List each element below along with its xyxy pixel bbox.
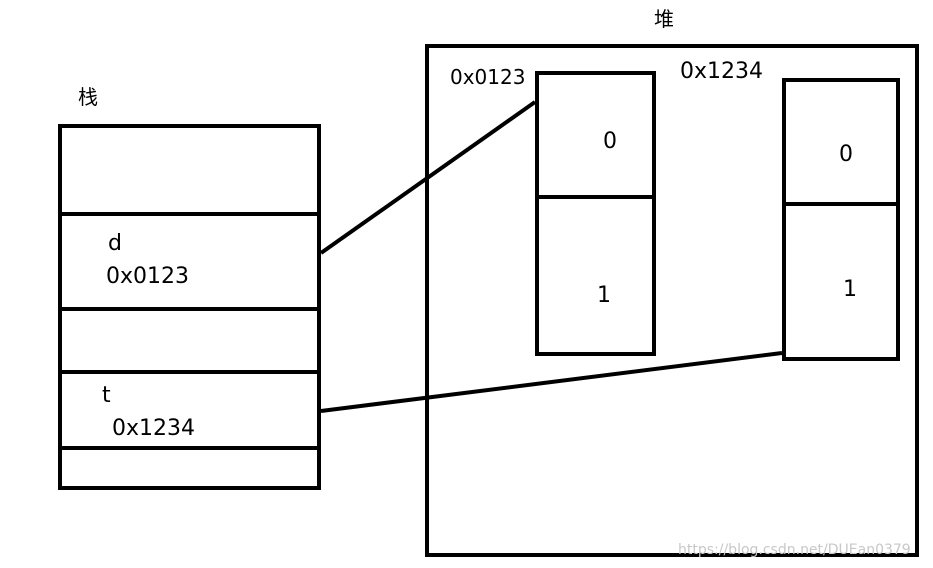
reference-line-d — [319, 100, 537, 255]
heap-object-field: 1 — [597, 283, 611, 308]
heap-object — [535, 71, 656, 356]
heap-object-address: 0x0123 — [450, 65, 525, 89]
stack-var-t-value: 0x1234 — [112, 416, 195, 441]
heap-object-address: 0x1234 — [680, 59, 763, 84]
stack-title: 栈 — [78, 85, 98, 109]
stack-var-t-name: t — [102, 383, 111, 408]
stack-var-d-name: d — [108, 231, 122, 256]
heap-object — [782, 78, 900, 361]
heap-object-field: 1 — [843, 277, 857, 302]
stack-var-d-value: 0x0123 — [106, 264, 189, 289]
heap-title: 堆 — [654, 7, 674, 31]
heap-object-field: 0 — [603, 129, 617, 154]
reference-line-t — [320, 351, 783, 413]
heap-object-field: 0 — [839, 142, 853, 167]
heap-object-outline — [535, 71, 656, 356]
stack-frame — [58, 124, 321, 490]
heap-region — [425, 44, 919, 557]
watermark: https://blog.csdn.net/DUEan0379 — [678, 542, 911, 558]
heap-object-outline — [782, 78, 900, 361]
